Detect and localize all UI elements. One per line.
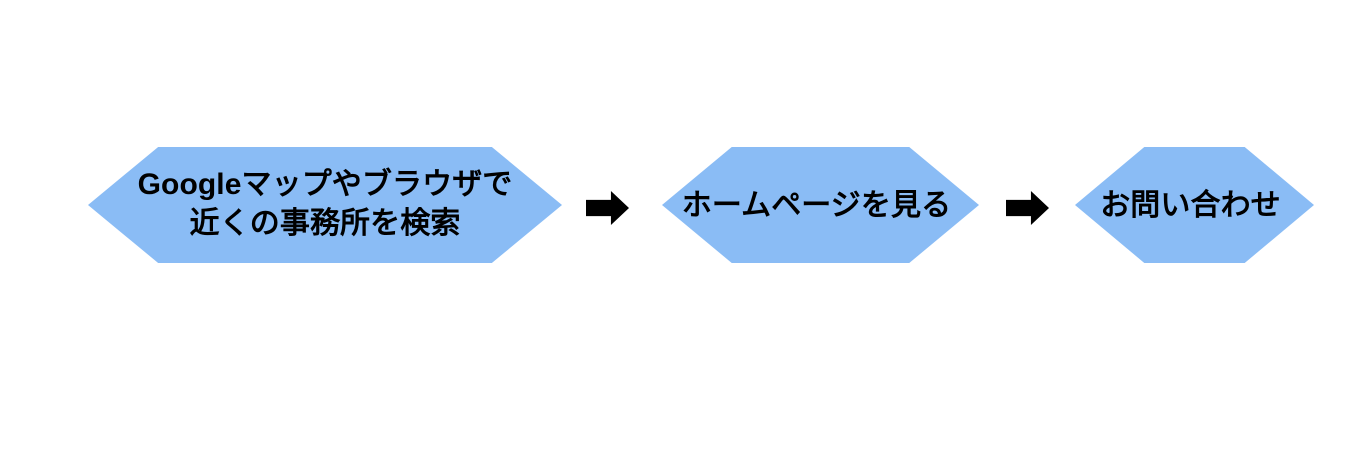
- flow-node-homepage-label: ホームページを見る: [681, 188, 952, 222]
- right-arrow-icon: [586, 191, 629, 225]
- flow-node-contact[interactable]: お問い合わせ: [1075, 147, 1314, 263]
- flow-node-search-label: Googleマップやブラウザで 近くの事務所を検索: [137, 168, 513, 240]
- right-arrow-icon: [1006, 191, 1049, 225]
- hexagon-shape: [662, 147, 979, 263]
- flow-node-contact-label: お問い合わせ: [1100, 188, 1281, 222]
- connector-arrow-search-to-homepage: [586, 191, 629, 225]
- connector-arrow-homepage-to-contact: [1006, 191, 1049, 225]
- flow-node-search[interactable]: Googleマップやブラウザで 近くの事務所を検索: [88, 147, 562, 263]
- hexagon-shape: [88, 147, 562, 263]
- flow-node-homepage[interactable]: ホームページを見る: [662, 147, 979, 263]
